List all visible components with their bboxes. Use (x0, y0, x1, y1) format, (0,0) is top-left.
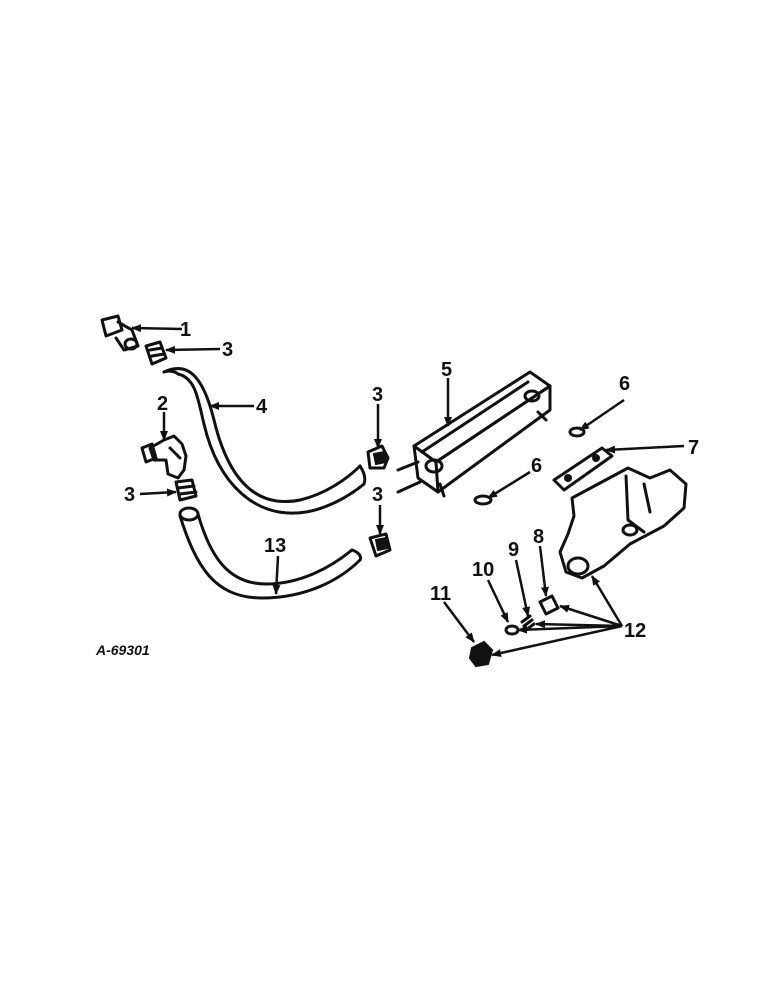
elbow-fitting-part-2 (140, 434, 188, 480)
spring-part-9 (520, 614, 536, 632)
gasket-part-6-lower (473, 494, 493, 506)
leader-lines (131, 324, 685, 657)
spacer-part-8 (538, 594, 560, 616)
hose-part-4 (162, 367, 367, 515)
hose-clamp-part-3-left (174, 478, 198, 502)
reference-code: A-69301 (95, 642, 150, 658)
callout-13: 13 (264, 535, 286, 557)
callout-9: 9 (508, 539, 519, 561)
callout-3-mid-lower: 3 (372, 484, 383, 506)
hose-clamp-part-3-mid-lower (368, 532, 392, 558)
callout-10: 10 (472, 559, 494, 581)
callout-5: 5 (441, 359, 452, 381)
fitting-part-1 (100, 314, 140, 352)
washer-part-10 (504, 624, 520, 636)
callout-1: 1 (180, 319, 191, 341)
callout-4: 4 (256, 396, 268, 418)
callout-3-top: 3 (222, 339, 233, 361)
housing-part-12 (558, 466, 688, 580)
callout-3-mid-upper: 3 (372, 384, 383, 406)
callout-6-upper: 6 (619, 373, 630, 395)
plug-part-11 (468, 640, 494, 668)
callout-2: 2 (157, 393, 168, 415)
hose-part-13 (178, 506, 362, 600)
oil-cooler-part-5 (396, 370, 552, 498)
callout-7: 7 (688, 437, 699, 459)
callout-8: 8 (533, 526, 544, 548)
callout-12: 12 (624, 620, 646, 642)
hose-clamp-part-3-top (144, 340, 168, 366)
callout-6-lower: 6 (531, 455, 542, 477)
hose-clamp-part-3-mid-upper (366, 444, 390, 470)
gasket-plate-part-7 (552, 446, 614, 492)
callout-3-left: 3 (124, 484, 135, 506)
gasket-part-6-upper (568, 426, 586, 438)
callout-11: 11 (430, 583, 451, 605)
